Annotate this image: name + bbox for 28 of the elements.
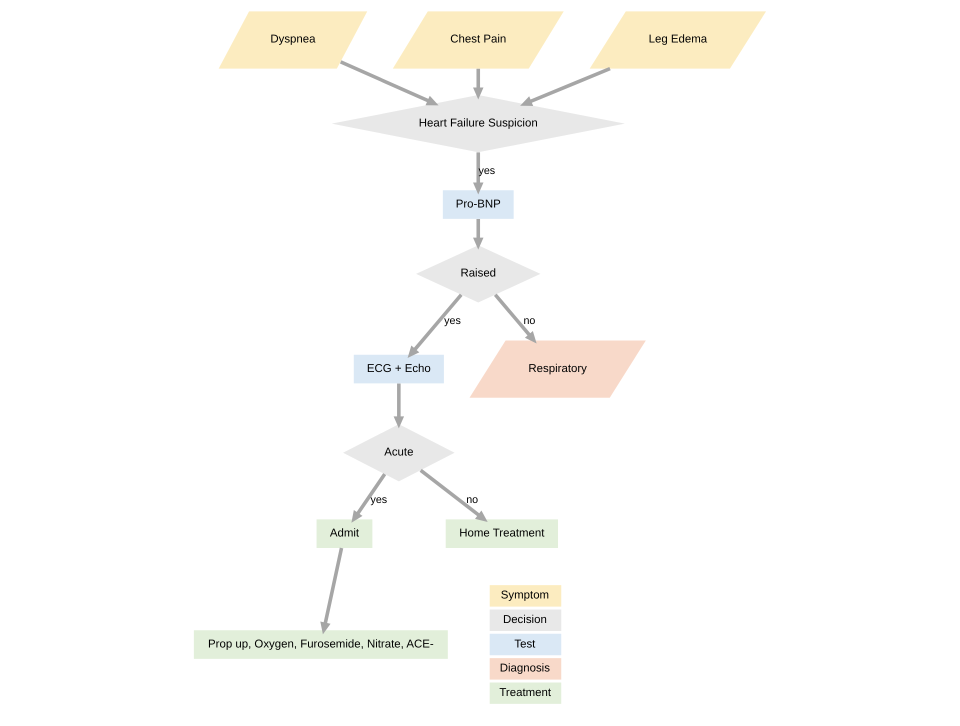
arrow [520, 67, 611, 106]
arrow [408, 294, 463, 358]
node-diamond: Acute [343, 424, 455, 482]
arrow [320, 548, 344, 634]
arrow [494, 294, 537, 344]
arrow [473, 68, 484, 100]
arrow [394, 384, 404, 428]
edge-label: yes [444, 315, 461, 328]
arrow [473, 152, 484, 195]
node-box: ECG + Echo [354, 354, 444, 384]
node-box: Admit [316, 519, 372, 548]
node-box: Pro-BNP [442, 190, 514, 219]
arrow [351, 473, 386, 523]
edge-label: no [523, 315, 536, 328]
edge-label: yes [478, 164, 496, 177]
edge-label: yes [370, 494, 388, 506]
legend-label: Treatment [499, 686, 552, 699]
arrow [473, 219, 484, 250]
node-diamond: Raised [416, 245, 540, 303]
node-box: Home Treatment [446, 519, 558, 548]
legend-label: Diagnosis [500, 662, 550, 675]
legend-label: Test [514, 638, 536, 650]
legend-label: Decision [502, 614, 547, 626]
edge-label: no [466, 494, 478, 506]
arrow [340, 60, 439, 106]
node-box: Prop up, Oxygen, Furosemide, Nitrate, ACE- [194, 630, 448, 659]
arrow [420, 468, 488, 522]
legend-label: Symptom [500, 590, 550, 602]
